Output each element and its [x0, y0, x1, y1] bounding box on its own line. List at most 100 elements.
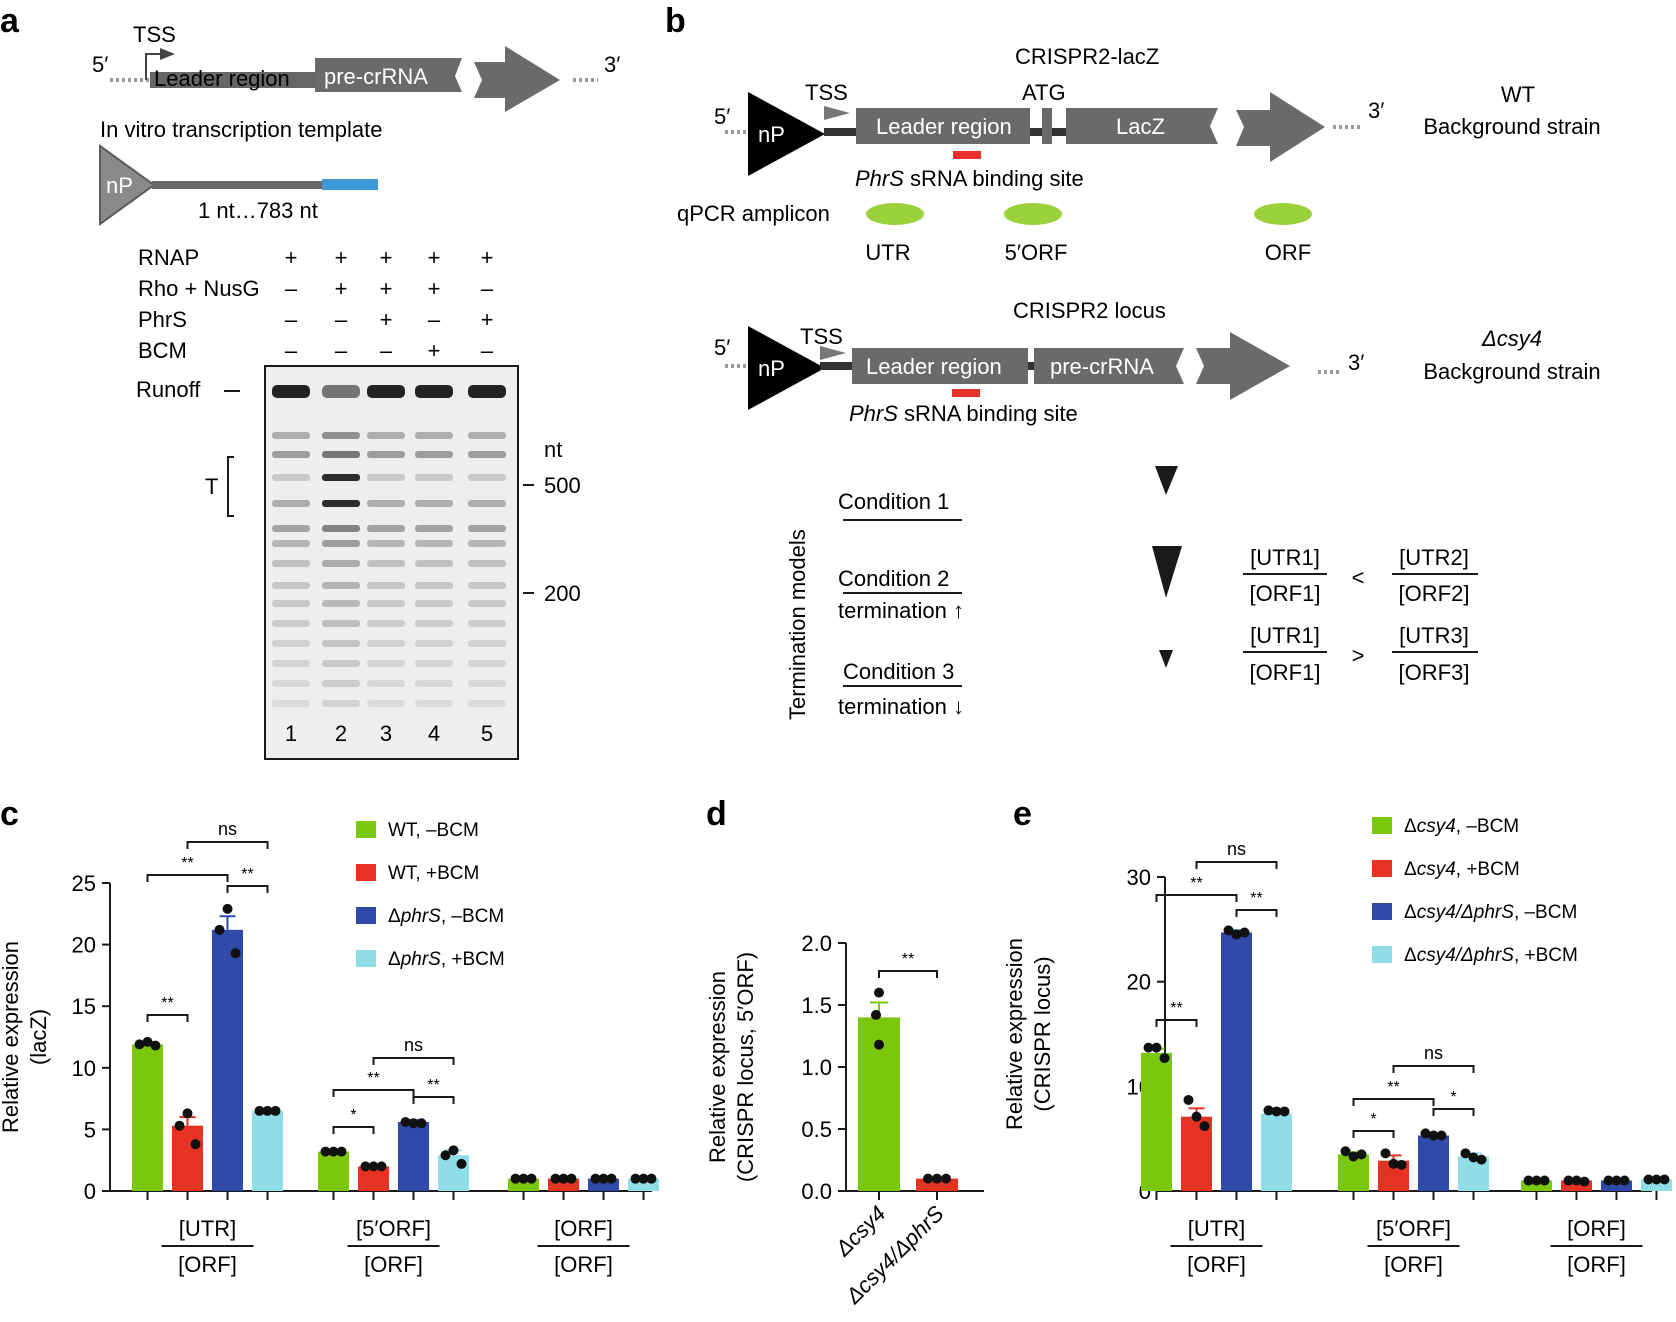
b-binding-rest: sRNA binding site: [898, 401, 1078, 426]
b-gene-arrow-2-icon: [1196, 332, 1290, 400]
data-point: [1380, 1148, 1391, 1159]
a-lane-number: 3: [380, 721, 392, 746]
y-tick-label: 30: [1127, 865, 1151, 890]
data-point: [1348, 1151, 1359, 1162]
data-point: [932, 1173, 942, 1184]
a-mark: –: [380, 338, 393, 363]
gel-band: [322, 500, 360, 507]
significance-bracket: [372, 1057, 455, 1065]
b-ratio-row: [UTR1] [ORF1] < [UTR2] [ORF2]: [1243, 545, 1478, 606]
data-point: [518, 1173, 529, 1184]
legend-label: ΔphrS, –BCM: [388, 906, 504, 927]
legend-italic: csy4: [1417, 859, 1456, 880]
gel-band: [272, 640, 310, 647]
b-amplicon-5orf: [1004, 203, 1062, 225]
legend-italic: phrS: [400, 906, 441, 927]
b-five-prime-2: 5′: [714, 335, 730, 360]
data-point: [150, 1040, 161, 1051]
data-point: [456, 1158, 467, 1169]
data-point: [336, 1146, 347, 1157]
a-mark: –: [428, 307, 441, 332]
data-point: [1643, 1174, 1654, 1185]
b-promoter-2-icon: [748, 326, 825, 410]
b-amplicon-label: ORF: [1265, 240, 1311, 265]
b-lacz: LacZ: [1116, 114, 1165, 139]
gel-band: [367, 451, 405, 458]
b-condition-name: Condition 2: [838, 566, 949, 591]
legend-label: Δcsy4/ΔphrS, +BCM: [1404, 945, 1578, 966]
data-point: [550, 1173, 561, 1184]
significance-label: *: [1450, 1089, 1456, 1106]
gel-band: [322, 620, 360, 627]
legend-italic: csy4/ΔphrS: [1417, 902, 1515, 923]
a-leader-label: Leader region: [154, 66, 290, 91]
gel-band-runoff: [367, 385, 405, 398]
a-gene-arrow-icon: [474, 46, 560, 112]
b-line: [824, 128, 856, 136]
gel-image: [264, 365, 519, 760]
y-tick-label: 5: [84, 1117, 96, 1142]
a-mark: +: [380, 245, 393, 270]
gel-band: [272, 474, 310, 481]
b-binding-site-mark: [952, 389, 980, 397]
b-csy-line1: Δcsy4: [1481, 326, 1542, 351]
significance-bracket: [878, 970, 938, 978]
b-line: [1052, 128, 1066, 136]
gel-band: [367, 700, 405, 707]
b-line: [1030, 128, 1042, 136]
a-mark: +: [481, 245, 494, 270]
b-ratio-op: <: [1352, 565, 1365, 590]
gel-band: [415, 600, 453, 607]
bar: [172, 1125, 203, 1191]
b-tss-arrow-icon: [824, 106, 850, 120]
data-point: [1563, 1175, 1574, 1186]
legend-label: WT, +BCM: [388, 863, 479, 884]
legend-swatch: [1372, 860, 1392, 877]
a-marker-200: 200: [544, 581, 581, 606]
data-point: [510, 1173, 521, 1184]
group-label-numerator: [5′ORF]: [1376, 1216, 1451, 1241]
b-leader-box-1: [856, 108, 1030, 144]
significance-bracket: [1235, 909, 1278, 917]
panel-b: b CRISPR2-lacZ 5′ nP TSS Leader region A…: [665, 2, 1601, 720]
b-models-label: Termination models: [785, 529, 810, 720]
data-point: [416, 1118, 427, 1129]
significance-bracket: [1195, 861, 1278, 869]
legend-swatch: [356, 907, 376, 924]
y-axis-label: (CRISPR locus): [1030, 956, 1055, 1111]
a-mark: +: [335, 245, 348, 270]
legend-label: Δcsy4/ΔphrS, –BCM: [1404, 902, 1577, 923]
a-mark: –: [481, 338, 494, 363]
data-point: [368, 1161, 379, 1172]
legend-rest: , –BCM: [1514, 902, 1577, 923]
gel-band: [415, 474, 453, 481]
legend-label: WT, –BCM: [388, 820, 479, 841]
legend-swatch: [1372, 946, 1392, 963]
b-amplicon-orf: [1254, 203, 1312, 225]
data-point: [1396, 1159, 1407, 1170]
significance-bracket: [332, 1126, 375, 1134]
b-tss-2: TSS: [800, 324, 843, 349]
significance-bracket: [186, 841, 269, 849]
data-point: [526, 1173, 537, 1184]
gel-band: [272, 700, 310, 707]
legend-rest: , +BCM: [441, 949, 505, 970]
gel-band: [415, 640, 453, 647]
gel-band: [272, 525, 310, 532]
a-mark: +: [481, 307, 494, 332]
a-promoter-icon: [99, 144, 156, 226]
significance-label: **: [427, 1077, 439, 1094]
legend-label: Δcsy4, +BCM: [1404, 859, 1520, 880]
y-axis-label: Relative expression: [705, 971, 730, 1163]
group-label-numerator: [ORF]: [1567, 1216, 1626, 1241]
a-mark: –: [481, 276, 494, 301]
group-label-denominator: [ORF]: [364, 1252, 423, 1277]
significance-bracket: [1155, 894, 1238, 902]
legend-rest: , –BCM: [1456, 816, 1519, 837]
significance-label: **: [1250, 890, 1262, 907]
b-leader-1: Leader region: [876, 114, 1012, 139]
legend-label: ΔphrS, +BCM: [388, 949, 505, 970]
a-lane-number: 2: [335, 721, 347, 746]
